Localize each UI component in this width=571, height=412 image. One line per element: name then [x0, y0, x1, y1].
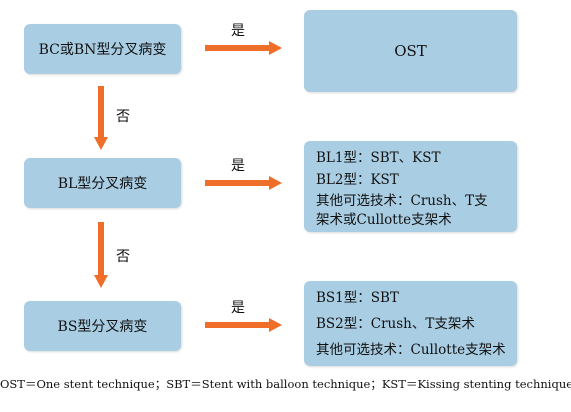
label-no-1: 否	[116, 109, 130, 125]
node-ost-label: OST	[394, 42, 427, 60]
node-bl-label: BL型分叉病变	[57, 176, 148, 192]
label-no-2: 否	[116, 249, 130, 265]
node-bc-bn: BC或BN型分叉病变	[24, 24, 181, 74]
bl-option-4: 架术或Cullotte支架术	[316, 212, 452, 228]
bl-option-3: 其他可选技术：Crush、T支	[316, 193, 488, 209]
node-bl: BL型分叉病变	[24, 158, 181, 208]
bs-option-3: 其他可选技术：Cullotte支架术	[316, 342, 506, 358]
node-bc-bn-label: BC或BN型分叉病变	[38, 42, 167, 58]
node-bs-options: BS1型：SBT BS2型：Crush、T支架术 其他可选技术：Cullotte…	[304, 281, 517, 366]
arrow-bc-to-bl	[94, 86, 108, 150]
node-ost: OST	[304, 10, 517, 92]
bs-option-1: BS1型：SBT	[316, 290, 399, 306]
bs-option-2: BS2型：Crush、T支架术	[316, 316, 475, 332]
label-yes-1: 是	[231, 23, 245, 39]
arrow-bs-to-options	[205, 318, 282, 332]
node-bs: BS型分叉病变	[24, 301, 181, 351]
node-bl-options: BL1型：SBT、KST BL2型：KST 其他可选技术：Crush、T支 架术…	[304, 141, 517, 232]
bl-option-2: BL2型：KST	[316, 172, 399, 188]
arrow-bl-to-options	[205, 176, 282, 190]
abbreviation-legend: OST＝One stent technique；SBT＝Stent with b…	[0, 377, 571, 391]
bl-option-1: BL1型：SBT、KST	[316, 150, 441, 166]
label-yes-2: 是	[231, 158, 245, 174]
node-bs-label: BS型分叉病变	[57, 319, 148, 335]
label-yes-3: 是	[231, 300, 245, 316]
arrow-bl-to-bs	[94, 222, 108, 288]
arrow-bc-to-ost	[205, 41, 282, 55]
